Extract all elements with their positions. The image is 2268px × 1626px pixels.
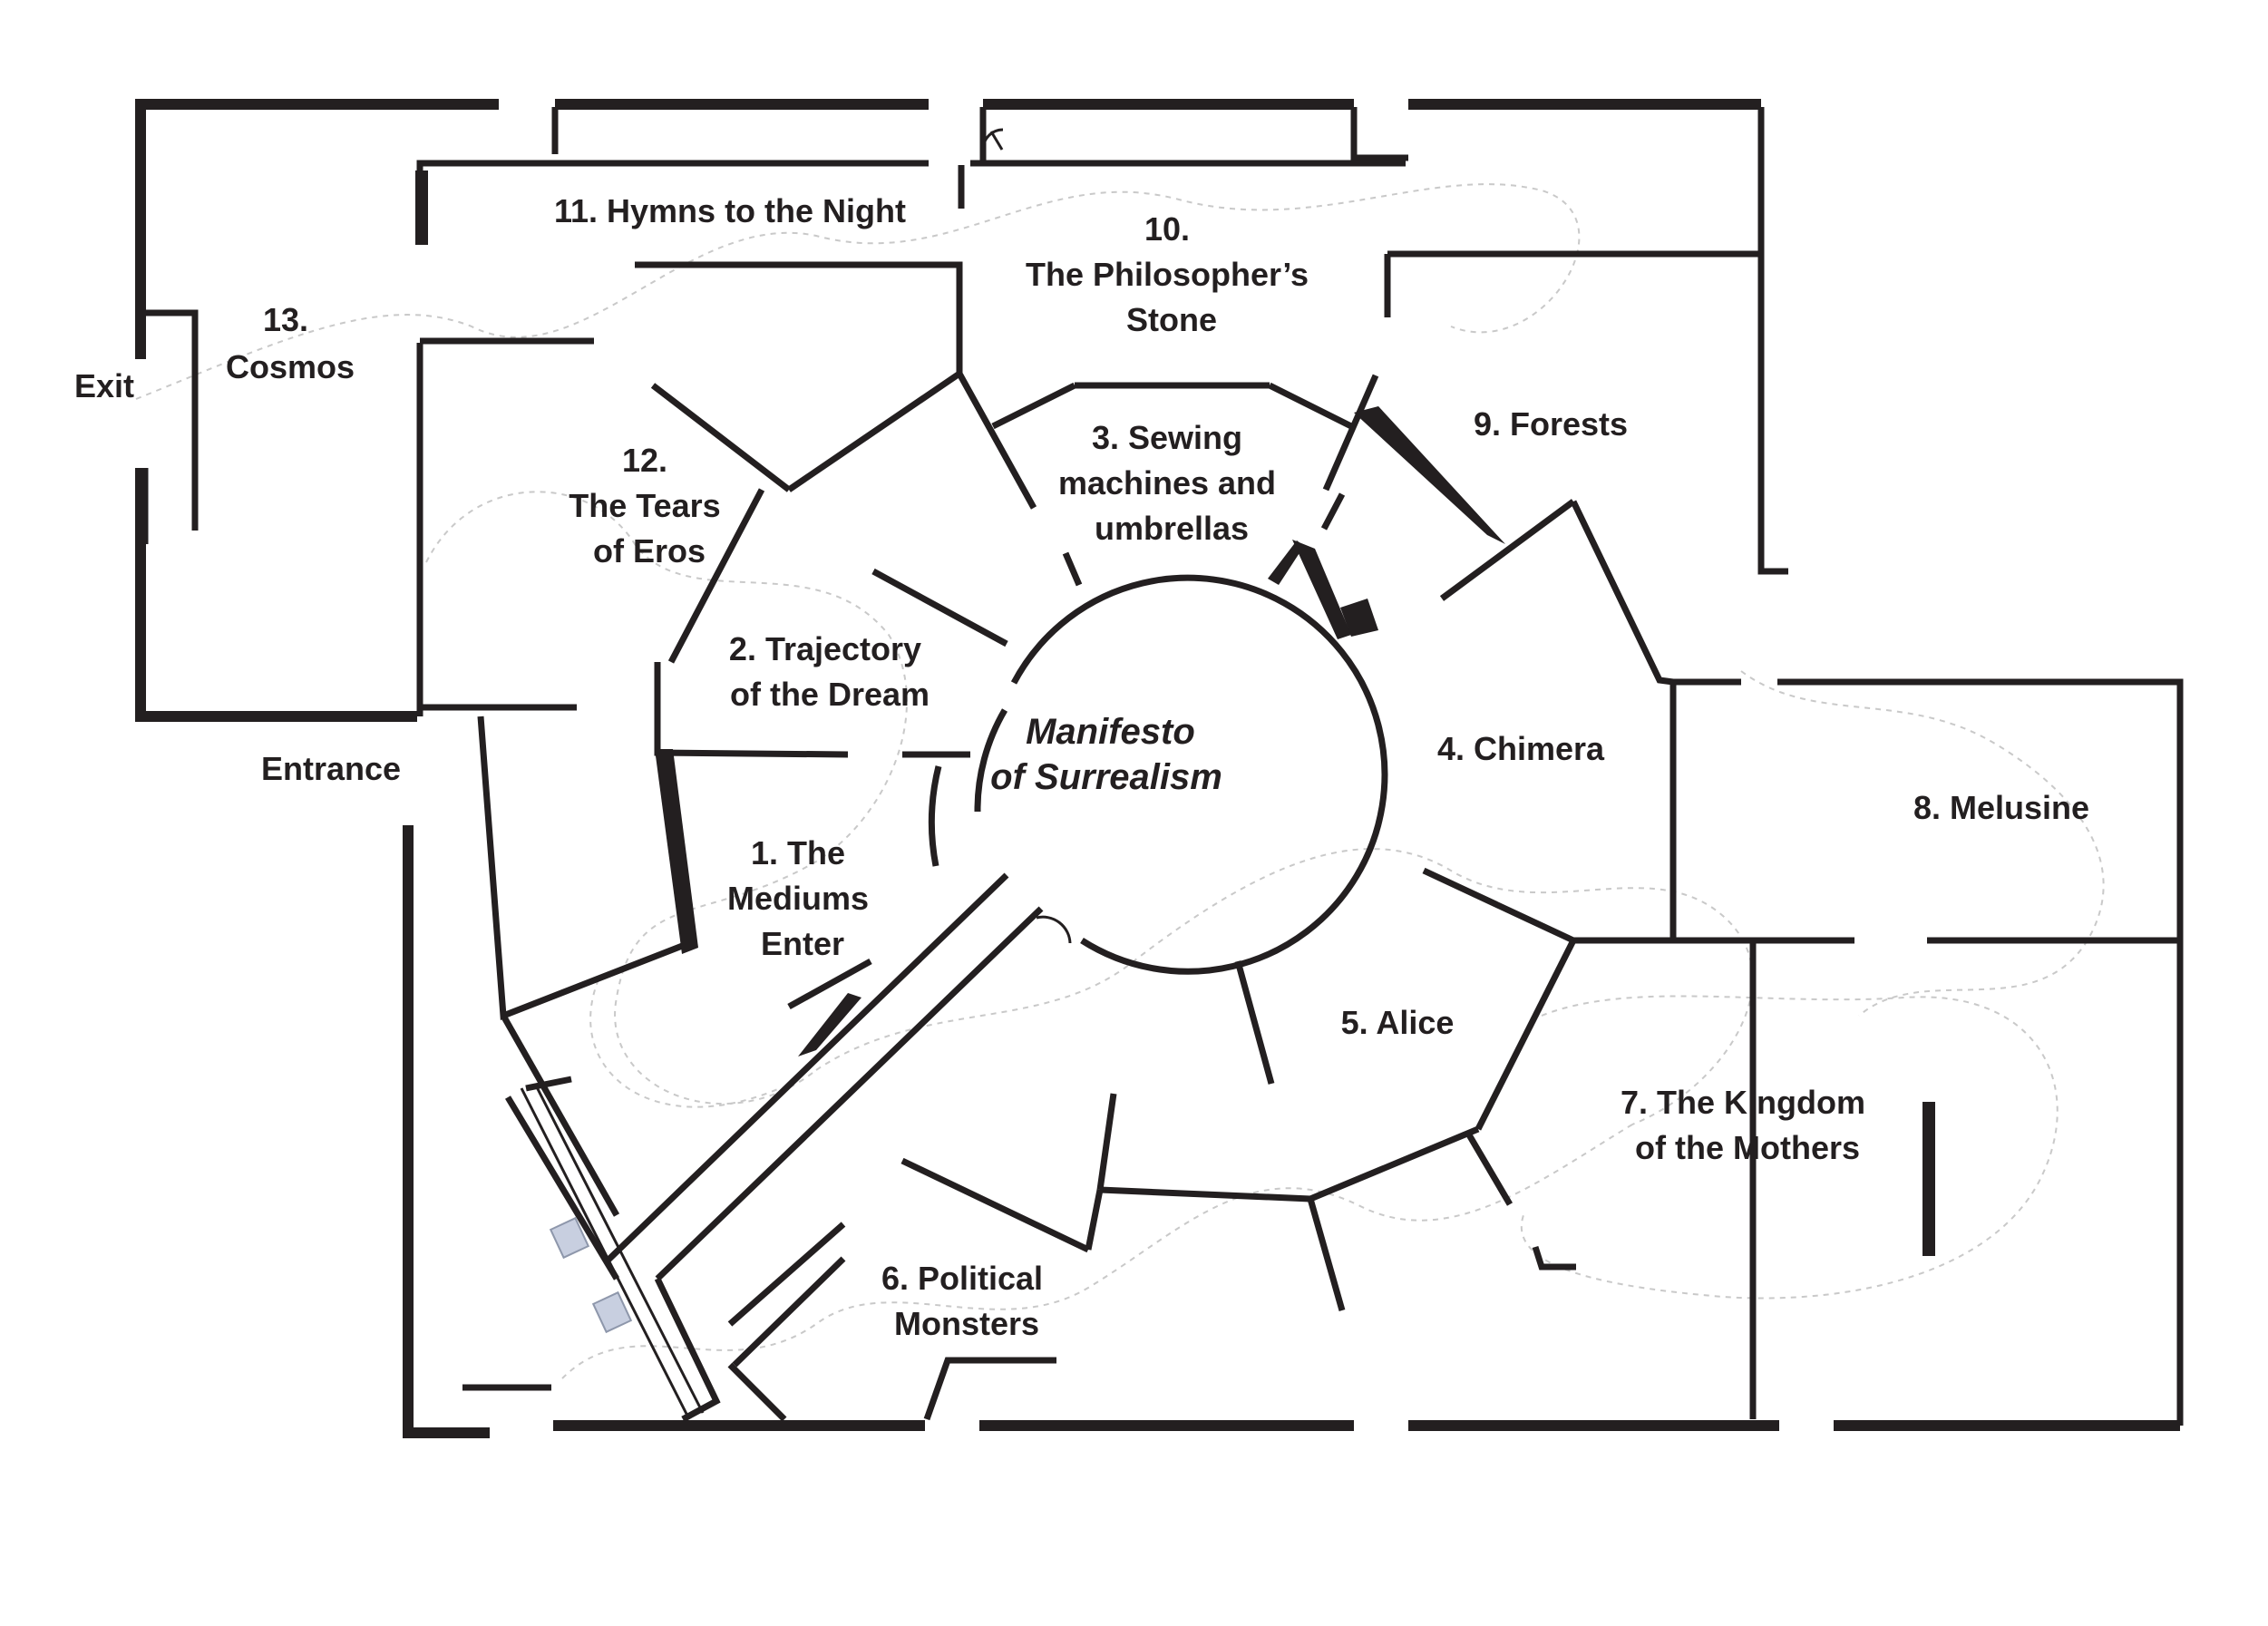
room-13-line-2: Cosmos (226, 348, 355, 385)
label-entrance: Entrance (261, 750, 401, 787)
room-12-line-3: of Eros (593, 532, 706, 570)
room-1-line-3: Enter (761, 925, 844, 962)
glass-panels (520, 128, 1004, 1420)
room-13-line-1: 13. (263, 301, 308, 338)
room-3-line-3: umbrellas (1095, 510, 1249, 547)
room-12-line-1: 12. (622, 442, 667, 479)
label-room-4: 4. Chimera (1437, 730, 1605, 767)
room-5-line-1: 5. Alice (1341, 1004, 1455, 1041)
label-room-2: 2. Trajectory of the Dream (729, 630, 930, 713)
room-2-line-2: of the Dream (730, 676, 930, 713)
room-labels: Exit Entrance 1. The Mediums Enter 2. Tr… (74, 192, 2089, 1342)
solid-walls (415, 170, 1935, 1256)
manifesto-line-1: Manifesto (1026, 712, 1195, 752)
room-10-line-2: The Philosopher’s (1026, 256, 1309, 293)
outer-walls (135, 99, 2180, 1438)
room-11-line-1: 11. Hymns to the Night (554, 192, 906, 229)
room-2-line-1: 2. Trajectory (729, 630, 921, 667)
label-room-10: 10. The Philosopher’s Stone (1026, 210, 1318, 338)
manifesto-line-2: of Surrealism (990, 757, 1222, 797)
entrance-line-1: Entrance (261, 750, 401, 787)
label-room-3: 3. Sewing machines and umbrellas (1058, 419, 1285, 547)
manifesto-rotunda (928, 574, 1388, 975)
label-exit: Exit (74, 367, 134, 404)
room-6-line-2: Monsters (894, 1305, 1039, 1342)
room-12-line-2: The Tears (569, 487, 720, 524)
room-3-line-1: 3. Sewing (1092, 419, 1242, 456)
label-room-6: 6. Political Monsters (881, 1260, 1052, 1342)
label-room-12: 12. The Tears of Eros (569, 442, 729, 570)
room-10-line-1: 10. (1144, 210, 1190, 248)
room-4-line-1: 4. Chimera (1437, 730, 1605, 767)
room-6-line-1: 6. Political (881, 1260, 1043, 1297)
label-room-5: 5. Alice (1341, 1004, 1455, 1041)
room-3-line-2: machines and (1058, 464, 1276, 501)
room-10-line-3: Stone (1126, 301, 1217, 338)
label-room-9: 9. Forests (1474, 405, 1628, 443)
label-room-13: 13. Cosmos (226, 301, 355, 385)
visitor-path (135, 183, 2105, 1379)
room-9-line-1: 9. Forests (1474, 405, 1628, 443)
room-1-line-2: Mediums (727, 880, 869, 917)
label-room-1: 1. The Mediums Enter (727, 834, 878, 962)
room-7-line-2: of the Mothers (1635, 1129, 1860, 1166)
exit-line-1: Exit (74, 367, 134, 404)
room-8-line-1: 8. Melusine (1913, 789, 2089, 826)
room-7-line-1: 7. The Kingdom (1621, 1084, 1865, 1121)
label-room-11: 11. Hymns to the Night (554, 192, 906, 229)
interior-walls (141, 107, 2184, 1426)
room-1-line-1: 1. The (751, 834, 845, 871)
label-room-7: 7. The Kingdom of the Mothers (1621, 1084, 1874, 1166)
label-manifesto: Manifesto of Surrealism (990, 712, 1222, 797)
label-room-8: 8. Melusine (1913, 789, 2089, 826)
